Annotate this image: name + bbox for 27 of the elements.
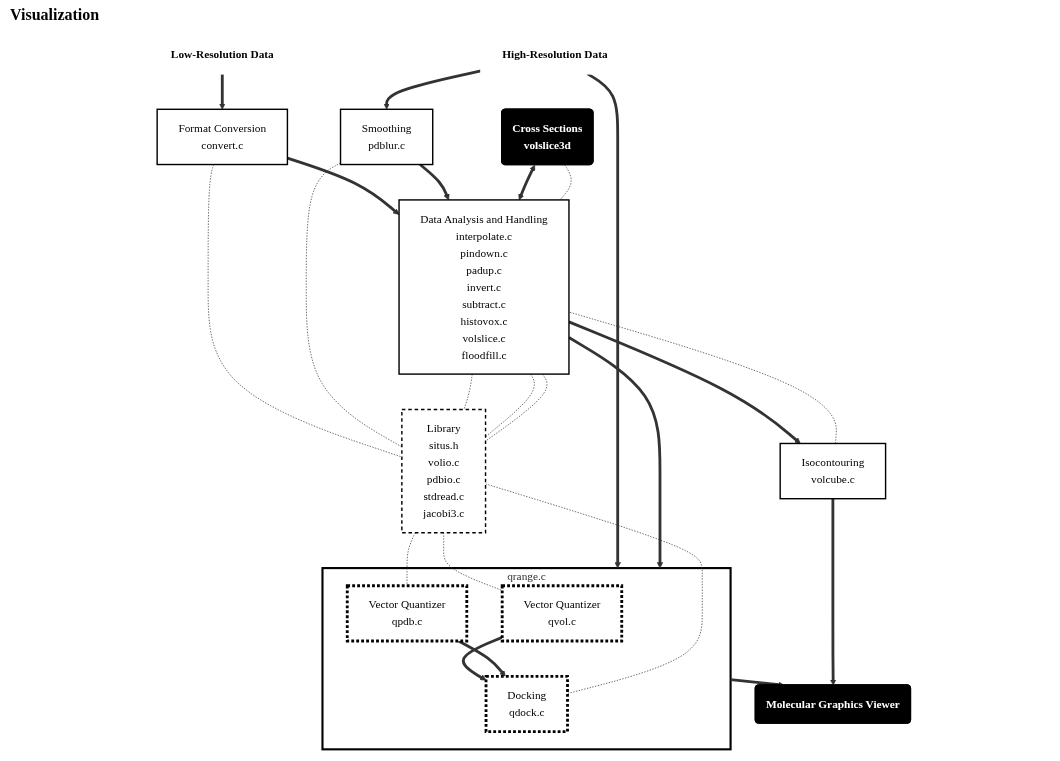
arrow <box>419 163 450 201</box>
connector <box>485 373 535 438</box>
connector <box>485 373 548 442</box>
node-box: Docking qdock.c <box>484 675 569 734</box>
node-text: High-Resolution Data <box>502 48 608 61</box>
arrow <box>383 69 482 110</box>
connector <box>463 373 473 410</box>
arrow <box>219 73 226 110</box>
arrow <box>568 320 801 444</box>
node-box: Vector Quantizer qvol.c <box>500 584 624 643</box>
node-text: Low-Resolution Data <box>170 48 274 61</box>
arrow <box>830 498 837 686</box>
arrow <box>518 164 536 201</box>
arrow <box>568 336 664 569</box>
connector <box>485 483 703 694</box>
connector <box>443 532 503 591</box>
node-box: Vector Quantizer qpdb.c <box>345 584 469 643</box>
connector <box>568 311 837 444</box>
node-box: Library situs.h volio.c pdbio.c stdread.c jacobi3.c <box>401 408 487 534</box>
arrow <box>586 72 621 569</box>
node-box: Isocontouring volcube.c <box>779 442 887 500</box>
node-box: Smoothing pdblur.c <box>339 108 434 166</box>
column-heading: Visualization <box>10 6 100 24</box>
arrow <box>287 156 400 215</box>
node-box: Format Conversion convert.c <box>156 108 289 166</box>
node-box: Data Analysis and Handling interpolate.c pindown.c padup.c invert.c subtract.c histovox.c volslice.c floodfill.c <box>398 199 570 375</box>
connector <box>559 164 572 201</box>
